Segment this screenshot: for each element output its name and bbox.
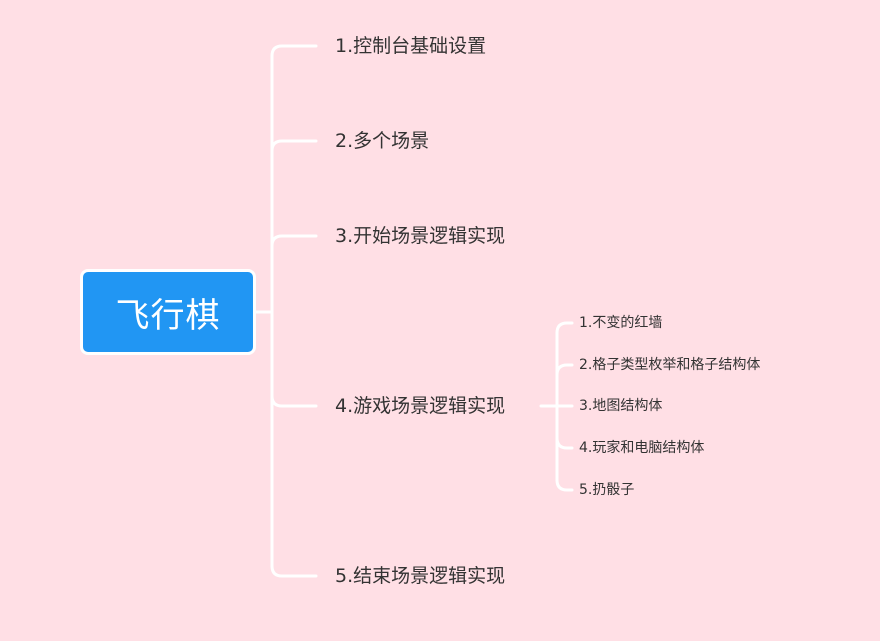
sub-node-3[interactable]: 3.地图结构体 [579, 398, 663, 414]
branch-4-node[interactable]: 4.游戏场景逻辑实现 [335, 395, 506, 417]
sub-4-connector [555, 436, 574, 450]
sub-node-4[interactable]: 4.玩家和电脑结构体 [579, 440, 705, 456]
branch-3-node[interactable]: 3.开始场景逻辑实现 [335, 225, 506, 247]
root-node[interactable]: 飞行棋 [80, 269, 256, 355]
root-label: 飞行棋 [115, 295, 221, 336]
branch-5-node[interactable]: 5.结束场景逻辑实现 [335, 565, 506, 587]
sub-node-1[interactable]: 1.不变的红墙 [579, 315, 663, 331]
branch-1-node[interactable]: 1.控制台基础设置 [335, 35, 487, 57]
branch-4-connector [270, 394, 318, 408]
branch-2-connector [270, 139, 318, 153]
branch-2-node[interactable]: 2.多个场景 [335, 130, 430, 152]
sub-1-connector [555, 321, 574, 335]
branch-1-connector [270, 44, 318, 58]
sub-5-connector [555, 478, 574, 492]
branch-3-connector [270, 234, 318, 248]
sub-node-5[interactable]: 5.扔骰子 [579, 482, 635, 498]
sub-node-2[interactable]: 2.格子类型枚举和格子结构体 [579, 357, 761, 373]
sub-2-connector [555, 363, 574, 377]
branch-5-connector [270, 564, 318, 578]
